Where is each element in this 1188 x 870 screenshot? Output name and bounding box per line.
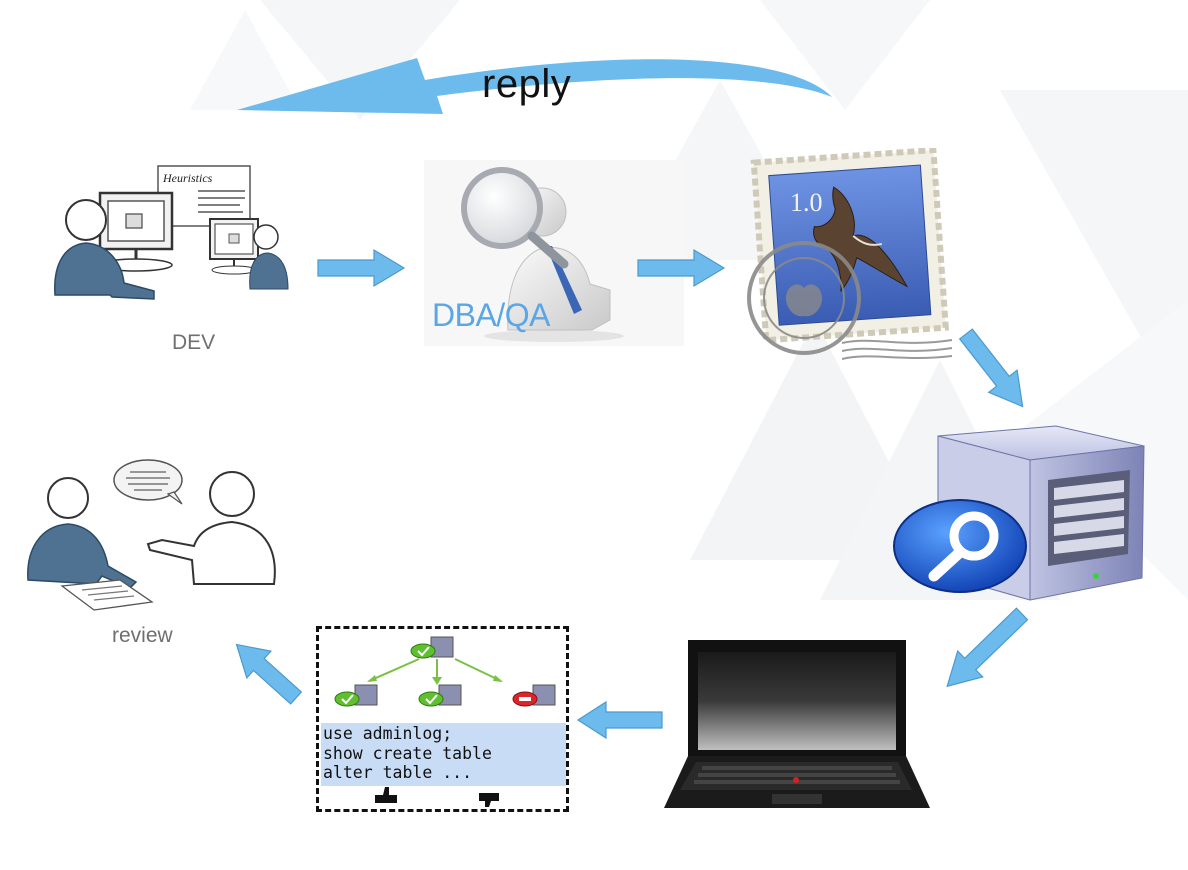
arrow-dba-to-mail (637, 248, 726, 288)
review-label: review (112, 624, 173, 647)
arrow-server-to-laptop (946, 607, 1029, 688)
dba-qa-illustration (424, 160, 684, 346)
review-illustration (22, 454, 282, 616)
thumbs-down-icon (479, 793, 499, 807)
dba-qa-label: DBA/QA (432, 297, 550, 333)
code-line: use adminlog; (323, 724, 453, 743)
code-review-card: use adminlog; show create table alter ta… (316, 626, 569, 812)
sql-code-block: use adminlog; show create table alter ta… (321, 723, 566, 786)
reply-arrow (237, 58, 832, 114)
arrow-mail-to-server (958, 328, 1024, 408)
dev-label: DEV (172, 331, 216, 354)
arrow-code-to-review (235, 643, 303, 705)
thumbs-up-icon (375, 787, 397, 803)
server-search-icon (890, 424, 1150, 604)
arrow-dev-to-dba (317, 248, 406, 288)
laptop-icon (662, 638, 932, 814)
stamp-value: 1.0 (790, 188, 823, 217)
code-line: show create table (323, 743, 492, 763)
reply-label: reply (482, 62, 572, 106)
code-line: alter table ... (323, 763, 473, 782)
dev-illustration: Heuristics (50, 165, 290, 315)
mail-stamp-icon: 1.0 (742, 148, 962, 363)
dev-paper-title: Heuristics (163, 171, 213, 185)
arrow-laptop-to-code (576, 700, 663, 740)
